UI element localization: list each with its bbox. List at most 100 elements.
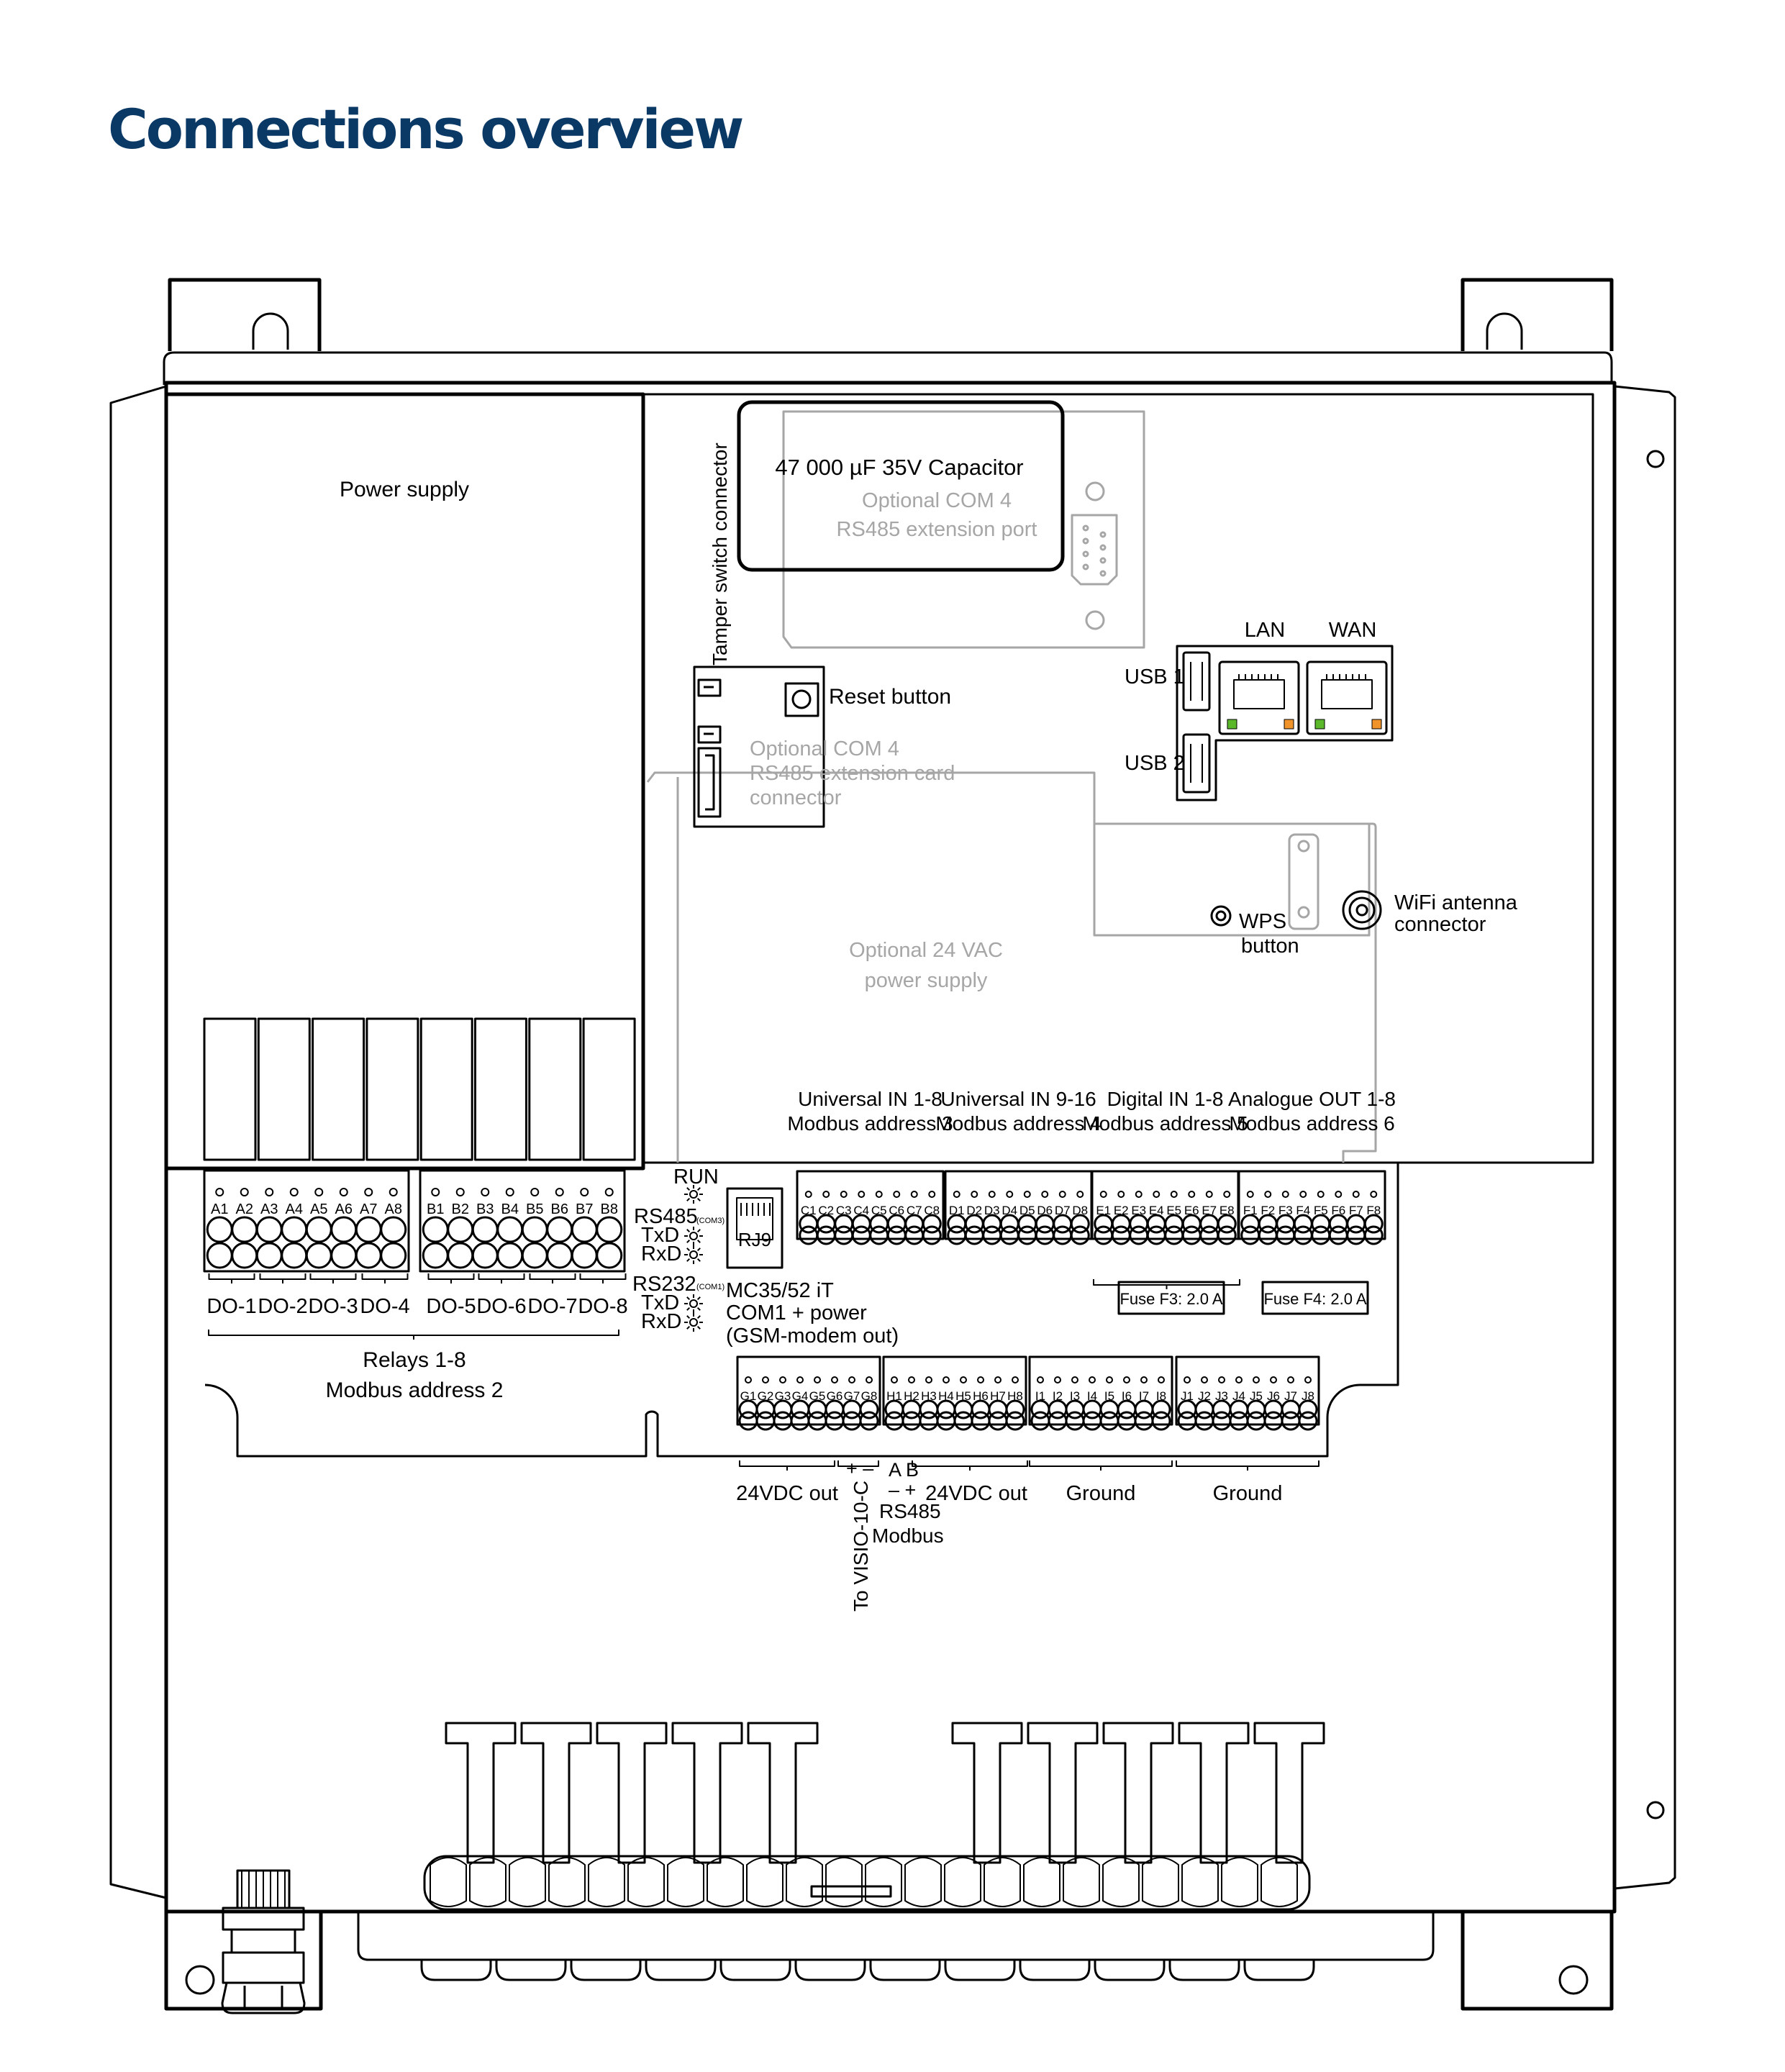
screw-terminal[interactable] bbox=[571, 1216, 598, 1243]
screw-terminal[interactable] bbox=[825, 1411, 845, 1431]
screw-terminal[interactable] bbox=[1030, 1411, 1050, 1431]
screw-terminal[interactable] bbox=[1346, 1225, 1366, 1245]
screw-terminal[interactable] bbox=[1181, 1225, 1202, 1245]
screw-terminal[interactable] bbox=[1151, 1399, 1171, 1419]
screw-terminal[interactable] bbox=[1017, 1225, 1037, 1245]
screw-terminal[interactable] bbox=[380, 1216, 407, 1243]
screw-terminal[interactable] bbox=[1151, 1411, 1171, 1431]
screw-terminal[interactable] bbox=[999, 1225, 1019, 1245]
screw-terminal[interactable] bbox=[1328, 1225, 1348, 1245]
screw-terminal[interactable] bbox=[807, 1411, 827, 1431]
screw-terminal[interactable] bbox=[1199, 1225, 1219, 1245]
screw-terminal[interactable] bbox=[422, 1216, 449, 1243]
screw-terminal[interactable] bbox=[1258, 1225, 1278, 1245]
screw-terminal[interactable] bbox=[953, 1411, 973, 1431]
screw-terminal[interactable] bbox=[330, 1242, 358, 1269]
screw-terminal[interactable] bbox=[571, 1242, 598, 1269]
screw-terminal[interactable] bbox=[834, 1225, 854, 1245]
screw-terminal[interactable] bbox=[1005, 1411, 1025, 1431]
screw-terminal[interactable] bbox=[1146, 1225, 1166, 1245]
screw-terminal[interactable] bbox=[471, 1242, 499, 1269]
screw-terminal[interactable] bbox=[330, 1216, 358, 1243]
screw-terminal[interactable] bbox=[936, 1411, 956, 1431]
screw-terminal[interactable] bbox=[422, 1242, 449, 1269]
screw-terminal[interactable] bbox=[799, 1225, 819, 1245]
screw-terminal[interactable] bbox=[773, 1411, 793, 1431]
screw-terminal[interactable] bbox=[884, 1411, 904, 1431]
screw-terminal[interactable] bbox=[1217, 1214, 1237, 1234]
screw-terminal[interactable] bbox=[1276, 1225, 1296, 1245]
screw-terminal[interactable] bbox=[886, 1225, 907, 1245]
screw-terminal[interactable] bbox=[1194, 1411, 1214, 1431]
screw-terminal[interactable] bbox=[496, 1216, 524, 1243]
screw-terminal[interactable] bbox=[901, 1411, 922, 1431]
screw-terminal[interactable] bbox=[1212, 1411, 1232, 1431]
screw-terminal[interactable] bbox=[1293, 1225, 1313, 1245]
screw-terminal[interactable] bbox=[964, 1225, 984, 1245]
screw-terminal[interactable] bbox=[1177, 1411, 1197, 1431]
screw-terminal[interactable] bbox=[380, 1242, 407, 1269]
screw-terminal[interactable] bbox=[1164, 1225, 1184, 1245]
screw-terminal[interactable] bbox=[988, 1411, 1008, 1431]
screw-terminal[interactable] bbox=[596, 1216, 623, 1243]
screw-terminal[interactable] bbox=[851, 1225, 871, 1245]
screw-terminal[interactable] bbox=[816, 1225, 836, 1245]
screw-terminal[interactable] bbox=[1082, 1411, 1102, 1431]
screw-terminal[interactable] bbox=[1363, 1214, 1384, 1234]
screw-terminal[interactable] bbox=[922, 1214, 942, 1234]
screw-terminal[interactable] bbox=[1229, 1411, 1249, 1431]
screw-terminal[interactable] bbox=[521, 1242, 548, 1269]
screw-terminal[interactable] bbox=[982, 1225, 1002, 1245]
screw-terminal[interactable] bbox=[922, 1225, 942, 1245]
screw-terminal[interactable] bbox=[1246, 1411, 1266, 1431]
screw-terminal[interactable] bbox=[546, 1216, 573, 1243]
screw-terminal[interactable] bbox=[1217, 1225, 1237, 1245]
screw-terminal[interactable] bbox=[1065, 1411, 1085, 1431]
screw-terminal[interactable] bbox=[842, 1411, 862, 1431]
screw-terminal[interactable] bbox=[255, 1216, 283, 1243]
screw-terminal[interactable] bbox=[1117, 1411, 1137, 1431]
screw-terminal[interactable] bbox=[447, 1242, 474, 1269]
screw-terminal[interactable] bbox=[447, 1216, 474, 1243]
screw-terminal[interactable] bbox=[859, 1399, 879, 1419]
screw-terminal[interactable] bbox=[1111, 1225, 1131, 1245]
screw-terminal[interactable] bbox=[255, 1242, 283, 1269]
screw-terminal[interactable] bbox=[355, 1242, 382, 1269]
screw-terminal[interactable] bbox=[859, 1411, 879, 1431]
screw-terminal[interactable] bbox=[1035, 1225, 1055, 1245]
screw-terminal[interactable] bbox=[206, 1242, 233, 1269]
screw-terminal[interactable] bbox=[738, 1411, 758, 1431]
screw-terminal[interactable] bbox=[305, 1242, 332, 1269]
screw-terminal[interactable] bbox=[355, 1216, 382, 1243]
screw-terminal[interactable] bbox=[1363, 1225, 1384, 1245]
screw-terminal[interactable] bbox=[1311, 1225, 1331, 1245]
screw-terminal[interactable] bbox=[281, 1216, 308, 1243]
screw-terminal[interactable] bbox=[971, 1411, 991, 1431]
screw-terminal[interactable] bbox=[1048, 1411, 1068, 1431]
screw-terminal[interactable] bbox=[496, 1242, 524, 1269]
screw-terminal[interactable] bbox=[1298, 1399, 1318, 1419]
screw-terminal[interactable] bbox=[471, 1216, 499, 1243]
screw-terminal[interactable] bbox=[1099, 1411, 1119, 1431]
screw-terminal[interactable] bbox=[305, 1216, 332, 1243]
screw-terminal[interactable] bbox=[1005, 1399, 1025, 1419]
screw-terminal[interactable] bbox=[521, 1216, 548, 1243]
screw-terminal[interactable] bbox=[790, 1411, 810, 1431]
screw-terminal[interactable] bbox=[231, 1242, 258, 1269]
screw-terminal[interactable] bbox=[1070, 1225, 1090, 1245]
screw-terminal[interactable] bbox=[1053, 1225, 1073, 1245]
screw-terminal[interactable] bbox=[1281, 1411, 1301, 1431]
screw-terminal[interactable] bbox=[1240, 1225, 1261, 1245]
screw-terminal[interactable] bbox=[1298, 1411, 1318, 1431]
screw-terminal[interactable] bbox=[546, 1242, 573, 1269]
screw-terminal[interactable] bbox=[947, 1225, 967, 1245]
screw-terminal[interactable] bbox=[206, 1216, 233, 1243]
screw-terminal[interactable] bbox=[1263, 1411, 1284, 1431]
screw-terminal[interactable] bbox=[919, 1411, 939, 1431]
screw-terminal[interactable] bbox=[755, 1411, 776, 1431]
screw-terminal[interactable] bbox=[904, 1225, 925, 1245]
screw-terminal[interactable] bbox=[1070, 1214, 1090, 1234]
screw-terminal[interactable] bbox=[1134, 1411, 1154, 1431]
screw-terminal[interactable] bbox=[1129, 1225, 1149, 1245]
screw-terminal[interactable] bbox=[231, 1216, 258, 1243]
